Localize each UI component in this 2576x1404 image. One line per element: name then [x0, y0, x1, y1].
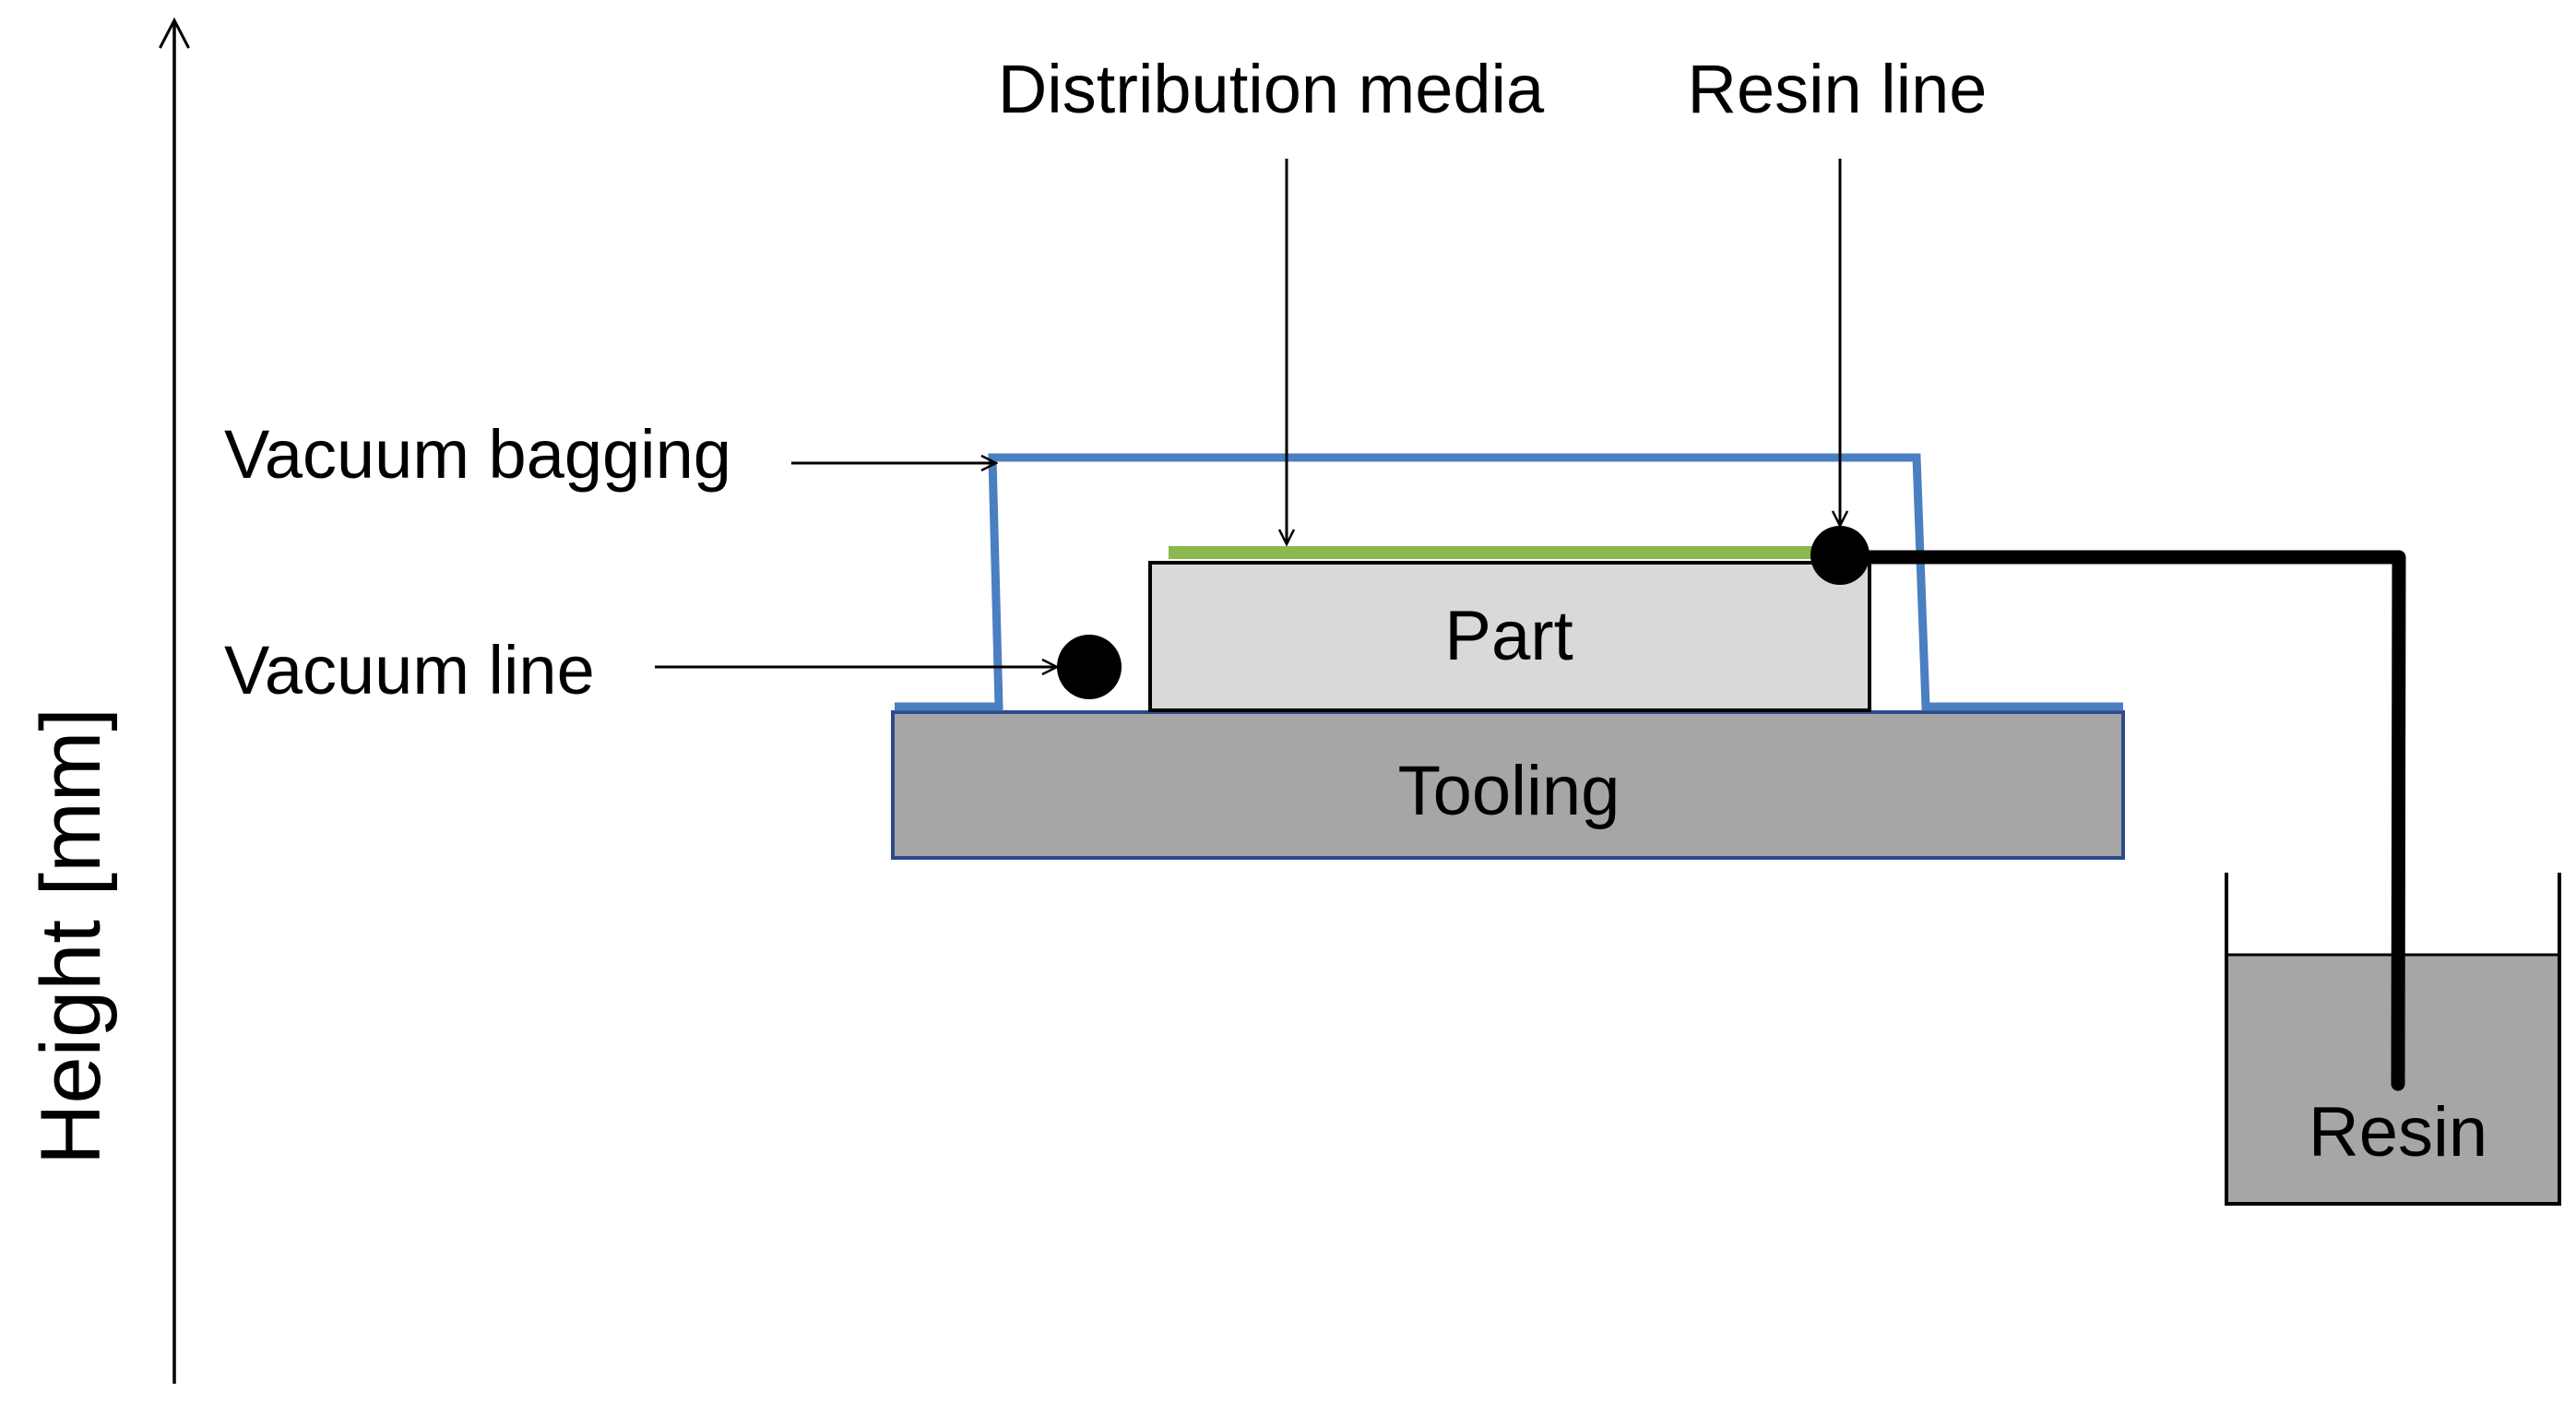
- resin-line-label: Resin line: [1688, 51, 1988, 127]
- part-block: [1148, 561, 1871, 712]
- height-axis-label: Height [mm]: [24, 708, 118, 1165]
- tooling-block: [891, 710, 2125, 860]
- tooling-label: Tooling: [1398, 752, 1620, 830]
- resin-container-walls: [2225, 873, 2561, 1206]
- vacuum-bagging-label: Vacuum bagging: [224, 416, 731, 493]
- vacuum-line-label: Vacuum line: [224, 632, 595, 708]
- distribution-media-label: Distribution media: [998, 51, 1545, 127]
- resin-line-tube: [1833, 550, 2406, 1091]
- vacuum-line-port: [1057, 635, 1122, 699]
- resin-label: Resin: [2309, 1093, 2487, 1172]
- resin-line-port: [1810, 526, 1870, 585]
- part-label: Part: [1444, 597, 1573, 675]
- vacuum-bag-outline: [895, 453, 2123, 711]
